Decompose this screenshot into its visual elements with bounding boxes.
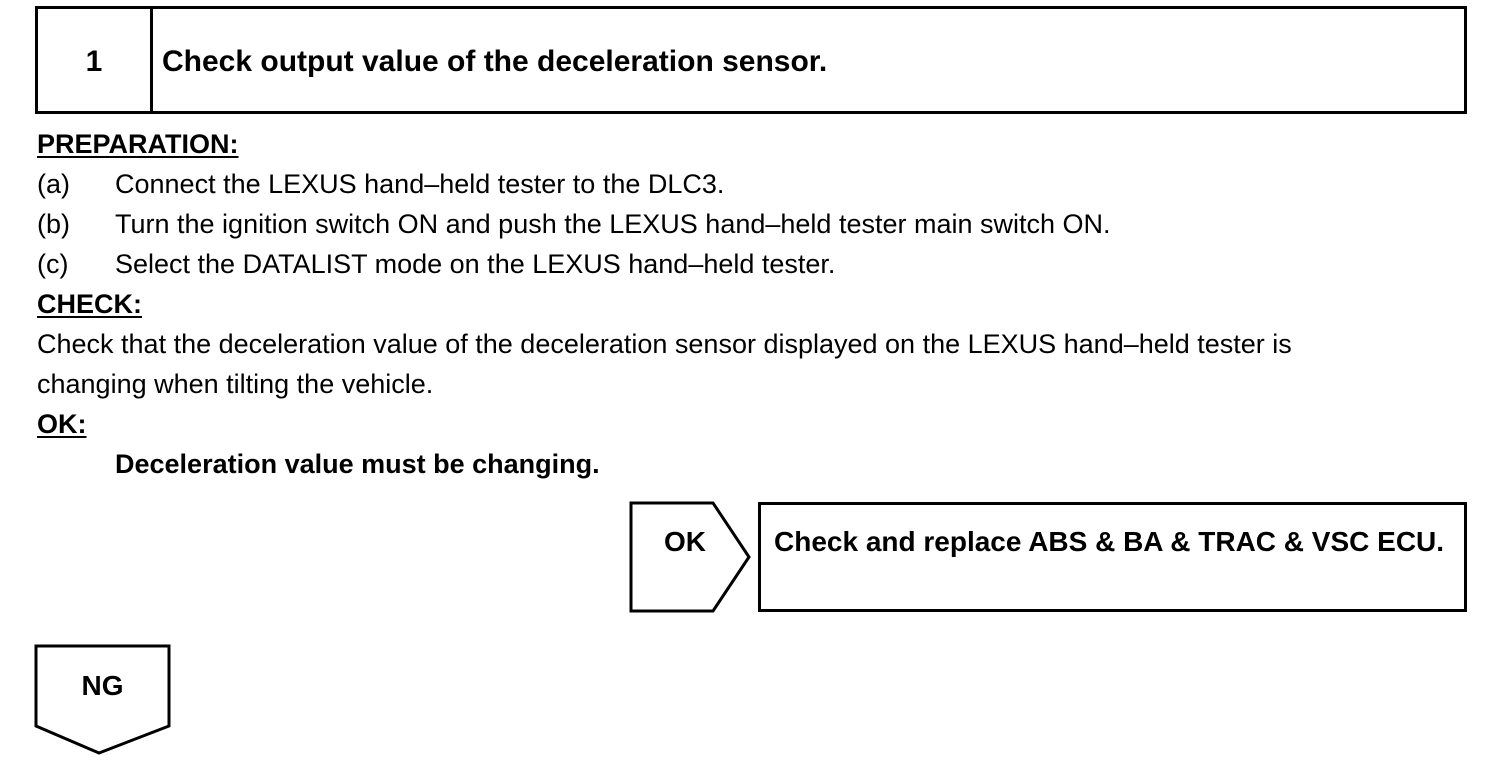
- check-text-line: Check that the deceleration value of the…: [37, 329, 1292, 359]
- preparation-item-text: Connect the LEXUS hand–held tester to th…: [115, 169, 725, 199]
- preparation-item-text: Select the DATALIST mode on the LEXUS ha…: [115, 249, 836, 279]
- ng-arrow-shape: [34, 644, 171, 755]
- preparation-item: (a) Connect the LEXUS hand–held tester t…: [37, 168, 1457, 200]
- step-number: 1: [85, 45, 103, 78]
- ok-label: OK: [664, 526, 706, 557]
- preparation-item-tag: (a): [37, 169, 70, 199]
- preparation-heading: PREPARATION:: [37, 129, 239, 159]
- ok-arrow-shape: [629, 501, 751, 613]
- preparation-item: (c) Select the DATALIST mode on the LEXU…: [37, 248, 1457, 280]
- check-heading: CHECK:: [37, 289, 142, 319]
- ok-result-text: Check and replace ABS & BA & TRAC & VSC …: [774, 526, 1445, 557]
- ok-spec: Deceleration value must be changing.: [115, 449, 600, 479]
- preparation-item-tag: (c): [37, 249, 69, 279]
- preparation-item-tag: (b): [37, 209, 70, 239]
- step-title: Check output value of the deceleration s…: [162, 45, 828, 78]
- preparation-item-text: Turn the ignition switch ON and push the…: [115, 209, 1111, 239]
- ok-heading: OK:: [37, 409, 87, 439]
- ng-label: NG: [81, 670, 124, 701]
- step-number-cell: 1: [38, 9, 153, 111]
- preparation-item: (b) Turn the ignition switch ON and push…: [37, 208, 1457, 240]
- check-text-line: changing when tilting the vehicle.: [37, 369, 434, 399]
- step-header: 1 Check output value of the deceleration…: [35, 6, 1467, 114]
- ok-result-box: Check and replace ABS & BA & TRAC & VSC …: [758, 502, 1467, 612]
